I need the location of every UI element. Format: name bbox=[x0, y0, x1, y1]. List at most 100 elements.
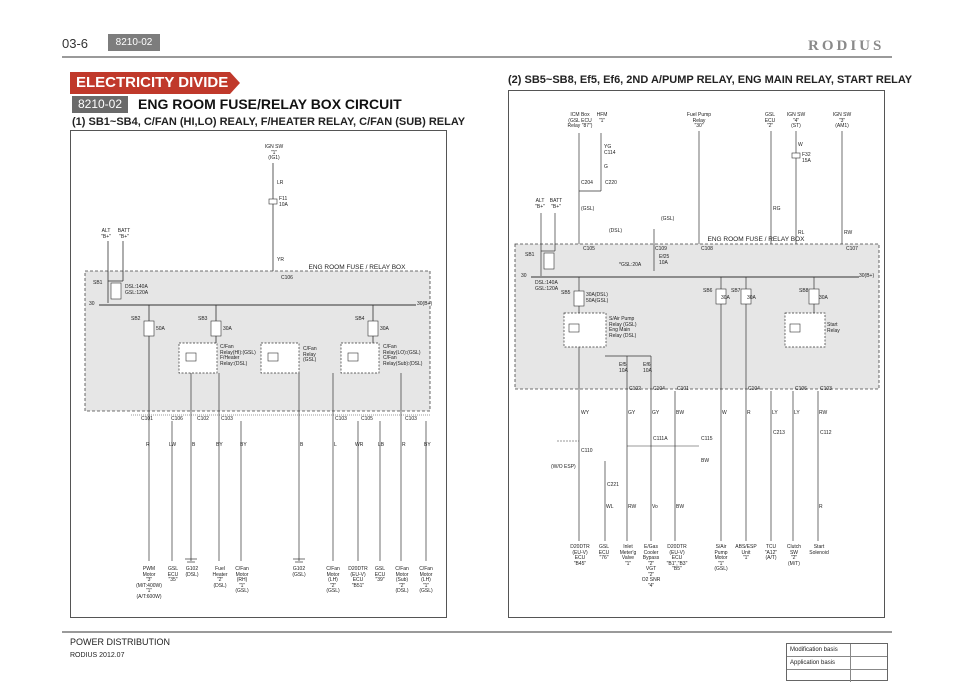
connector-c102: C102 bbox=[629, 386, 641, 392]
connector-c103-b: C103 bbox=[335, 416, 347, 422]
g102-gsl-label: G102 (GSL) bbox=[292, 566, 306, 578]
connector-c106: C106 bbox=[171, 416, 183, 422]
fuse-f11-label: F11 10A bbox=[279, 196, 288, 208]
pwm-motor-label: PWM Motor "3" (M/T:400W) "1" (A/T:600W) bbox=[136, 566, 162, 600]
gsl-ecu-35-label: GSL ECU "35" bbox=[167, 566, 179, 583]
modification-table: Modification basis Application basis bbox=[786, 643, 888, 682]
header-divider bbox=[62, 56, 892, 58]
gsl-note: (GSL) bbox=[581, 206, 595, 212]
connector-c102: C102 bbox=[197, 416, 209, 422]
connector-c204: C204 bbox=[581, 180, 593, 186]
wire-label: RW bbox=[628, 504, 637, 510]
sair-pump-motor-label: S/Air Pump Motor "1" (GSL) bbox=[714, 544, 728, 572]
icm-box-label: ICM Box (GSL ECU Relay "87") bbox=[567, 112, 593, 129]
fuse-f32: F32 15A bbox=[802, 152, 811, 164]
start-relay-label: Start Relay bbox=[827, 322, 840, 334]
wo-esp-note: (W/O ESP) bbox=[551, 464, 576, 470]
wire-label: LY bbox=[772, 410, 778, 416]
connector-c213: C213 bbox=[773, 430, 785, 436]
bus-30-label: 30 bbox=[521, 273, 527, 279]
gsl-ecu-2-label: GSL ECU "2" bbox=[764, 112, 776, 129]
hfm-label: HFM "1" bbox=[596, 112, 608, 124]
wire-label: BY bbox=[216, 442, 223, 448]
wire-label: B bbox=[192, 442, 196, 448]
sb4-label: SB4 bbox=[355, 316, 365, 322]
fuel-heater-label: Fuel Heater "2" (DSL) bbox=[212, 566, 228, 589]
connector-c220: C220 bbox=[605, 180, 617, 186]
connector-c103: C103 bbox=[820, 386, 832, 392]
left-diagram-heading: (1) SB1~SB4, C/FAN (HI,LO) REALY, F/HEAT… bbox=[72, 116, 466, 128]
cfan-motor-lh2-label: C/Fan Motor (LH) "1" (GSL) bbox=[419, 566, 433, 594]
start-solenoid-label: Start Solenoid bbox=[809, 544, 829, 556]
wire-label: Vo bbox=[652, 504, 658, 510]
wire-label: LB bbox=[378, 442, 385, 448]
wire-label: WY bbox=[581, 410, 590, 416]
connector-c108: C108 bbox=[701, 246, 713, 252]
footer-edition: RODIUS 2012.07 bbox=[70, 652, 125, 659]
wire-rg: RG bbox=[773, 206, 781, 212]
wire-label: R bbox=[747, 410, 751, 416]
batt-label: BATT "B+" bbox=[117, 228, 131, 240]
sb5-rating: 30A(DSL) 50A(GSL) bbox=[586, 292, 609, 304]
fuse-ef5: Ef5 10A bbox=[619, 362, 628, 374]
sb2-rating: 50A bbox=[156, 326, 165, 332]
modification-row: Modification basis bbox=[787, 644, 887, 657]
footer-divider bbox=[62, 631, 892, 633]
left-box-title: ENG ROOM FUSE / RELAY BOX bbox=[308, 264, 406, 271]
connector-c110: C110 bbox=[581, 448, 593, 454]
wire-label: L bbox=[334, 442, 337, 448]
fuel-pump-relay-label: Fuel Pump Relay "30" bbox=[686, 112, 712, 129]
doc-code-badge: 8210-02 bbox=[108, 34, 160, 51]
fuse-ef6: Ef6 10A bbox=[643, 362, 652, 374]
brand-logo: RODIUS bbox=[808, 38, 885, 54]
connector-c104: C104 bbox=[653, 386, 665, 392]
cfan-motor-rh-label: C/Fan Motor (RH) "1" (GSL) bbox=[235, 566, 249, 594]
alt-label: ALT "B+" bbox=[535, 198, 545, 210]
relay-hi-label: C/Fan Relay(HI):(GSL) F/Heater Relay:(DS… bbox=[220, 344, 256, 367]
left-diagram-panel: IGN SW "1" (IG1) ALT "B+" BATT "B+" F11 … bbox=[70, 130, 447, 618]
wire-label: BY bbox=[424, 442, 431, 448]
connector-c106-top: C106 bbox=[281, 275, 293, 281]
application-row: Application basis bbox=[787, 657, 887, 670]
sb4-rating: 30A bbox=[380, 326, 389, 332]
inlet-valve-label: Inlet Meter'g Valve "1" bbox=[619, 544, 637, 567]
sb1-spec: DSL:140A GSL:120A bbox=[125, 284, 149, 296]
wire-label: LW bbox=[169, 442, 177, 448]
wire-yr-label: YR bbox=[277, 257, 284, 263]
wire-label: BW bbox=[676, 410, 685, 416]
connector-c105: C105 bbox=[361, 416, 373, 422]
wire-label: W bbox=[722, 410, 727, 416]
sb1-label: SB1 bbox=[93, 280, 103, 286]
sb7-label: SB7 bbox=[731, 288, 741, 294]
banner-shape bbox=[70, 72, 240, 94]
connector-c103-c: C103 bbox=[405, 416, 417, 422]
connector-c103-a: C103 bbox=[221, 416, 233, 422]
connector-c104b: C104 bbox=[748, 386, 760, 392]
wire-label: B bbox=[300, 442, 304, 448]
egas-cooler-label: E/Gas Cooler Bypass "2" VGT "2" O2 SNR "… bbox=[641, 544, 661, 589]
bus-30b-label: 30(B+) bbox=[417, 301, 433, 307]
batt-label: BATT "B+" bbox=[549, 198, 563, 210]
wire-label: BW bbox=[676, 504, 685, 510]
bus-30b-label: 30(B+) bbox=[859, 273, 875, 279]
d20dtr-b45-label: D20DTR (EU-V) ECU "B45" bbox=[570, 544, 590, 567]
modification-label: Modification basis bbox=[790, 644, 851, 656]
connector-c109: C109 bbox=[655, 246, 667, 252]
connector-c111a: C111A bbox=[653, 436, 668, 442]
connector-c106: C106 bbox=[795, 386, 807, 392]
wire-label: WR bbox=[355, 442, 364, 448]
wire-g: G bbox=[604, 164, 608, 170]
wire-label: GY bbox=[628, 410, 636, 416]
right-diagram-heading: (2) SB5~SB8, Ef5, Ef6, 2ND A/PUMP RELAY,… bbox=[508, 74, 913, 86]
sb3-label: SB3 bbox=[198, 316, 208, 322]
wire-label: R bbox=[402, 442, 406, 448]
left-fuse-box bbox=[84, 270, 431, 412]
wire-label: WL bbox=[606, 504, 614, 510]
relay-gsl-label: C/Fan Relay (GSL) bbox=[303, 346, 317, 363]
fuse-ef25: Ef25 10A bbox=[659, 254, 670, 266]
cfan-motor-lh-label: C/Fan Motor (LH) "2" (GSL) bbox=[326, 566, 340, 594]
section-code-badge: 8210-02 bbox=[72, 96, 128, 113]
cfan-motor-sub-label: C/Fan Motor (Sub) "2" (DSL) bbox=[395, 566, 409, 594]
sb6-rating: 30A bbox=[721, 295, 730, 301]
sb5-label: SB5 bbox=[561, 290, 571, 296]
